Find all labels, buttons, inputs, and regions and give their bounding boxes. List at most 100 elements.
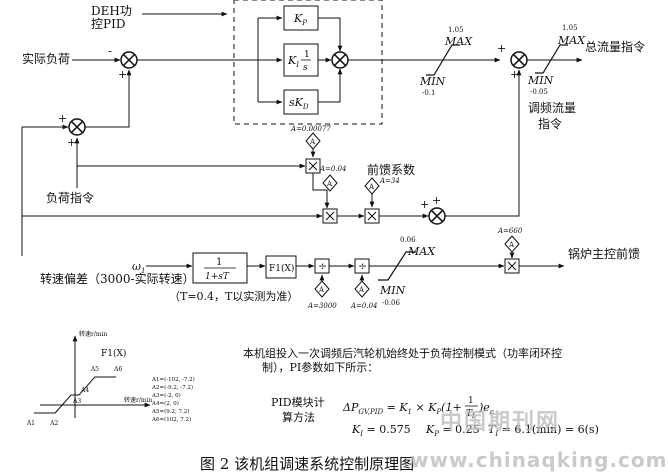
ki-label: KI [287,54,299,69]
fx-legend-item: A6=(102, 7.2) [151,416,191,423]
const-a-5: A [358,286,365,294]
fx-point-label-a5: A5 [90,366,99,373]
ff-max-label: MAX [407,245,436,258]
lag-den: 1+sT [205,272,230,282]
const-diamond-2 [322,174,338,192]
svg-text:÷: ÷ [318,260,327,273]
boiler-feedforward-label: 锅炉主控前馈 [568,246,640,261]
minus-sign-s1: - [108,44,112,58]
multiplier-m2 [322,208,338,224]
fx-x-axis-label: 转速r/min [124,396,152,404]
pid-split-line [257,17,279,103]
figure-caption: 图 2 该机组调速系统控制原理图 [200,455,414,473]
plus-sign-s3a: + [497,42,506,55]
ki-equation: KI = 0.575 [351,423,411,438]
out-min-label: MIN [527,74,554,87]
desc-line-1: 本机组投入一次调频后汽轮机始终处于负荷控制模式（功率闭环控 [243,346,562,360]
pid-limiter [426,44,460,76]
load-cmd-feedback [21,124,69,256]
time-const-note: （T=0.4，T以实测为准） [169,289,298,303]
fx-block [265,255,297,279]
ff-limiter [378,251,416,281]
deh-label-2: 控PID [91,17,125,31]
watermark-url: www.chinaqking.com [410,448,668,472]
eq-frac-num: 1 [468,396,474,406]
fx-plot-title: F1(X) [101,348,126,359]
pid-min-val: -0.1 [422,89,436,97]
lag-num: 1 [216,257,222,268]
fx-point-label-a3: A3 [72,398,81,405]
actual-load-label: 实际负荷 [22,51,70,66]
fx-point-label-a1: A1 [26,420,35,427]
ff-min-val: -0.06 [382,299,400,307]
ff-max-val: 0.06 [400,236,416,244]
eq-frac-den: TI [466,409,475,420]
fx-y-axis-label: 转速r/min [79,330,107,338]
ki-frac-num: 1 [304,50,310,60]
pid-min-label: MIN [419,75,446,88]
divider-d2: ÷ [354,258,370,274]
speed-deviation-label: 转速偏差（3000-实际转速） [40,271,195,286]
summing-junction-s1 [120,51,138,69]
fx-point-label-a4: A4 [80,387,89,394]
feedforward-coef-label: 前馈系数 [367,162,415,177]
const-label-3: A=34 [379,177,400,185]
out-max-label: MAX [557,34,586,47]
fx-legend-item: A5=(9.2, 7.2) [151,408,189,415]
deh-label-1: DEH功 [91,4,132,18]
fx-point-label-a6: A6 [113,366,122,373]
m1-out [312,173,330,209]
freq-flow-label-1: 调频流量 [528,101,576,115]
plus-sign-s3b: + [510,68,519,81]
const-diamond-5 [354,280,370,298]
deh-pid-boundary [233,0,383,125]
ki-frac-den: s [303,63,308,73]
out-max-val: 1.05 [562,24,578,32]
multiplier-m3 [364,208,380,224]
omega-symbol: ω1 [132,260,145,275]
const-label-5: A=0.04 [350,302,378,310]
kd-out [318,68,343,103]
const-label-6: A=660 [497,227,523,235]
fx-curve [33,376,117,414]
load-command-label: 负荷指令 [46,190,94,205]
const-label-4: A=3000 [307,302,337,310]
const-a-6: A [508,241,515,249]
kp-equation: KP = 0.25 [425,423,480,438]
fx-legend: A1=(-102, -7.2)A2=(-9.2, -7.2)A3=(-2, 0)… [151,376,195,423]
const-label-1: A=0.00077 [290,125,331,133]
plus-sign-s4a: + [58,112,67,125]
pid-max-val: 1.05 [448,26,464,34]
const-label-2: A=0.04 [319,165,347,173]
fx-legend-item: A2=(-9.2, -7.2) [151,384,193,391]
summing-junction-s5 [428,207,446,225]
multiplier-m4 [504,258,520,274]
const-a-1: A [309,138,316,146]
ff-min-label: MIN [379,284,406,297]
const-a-3: A [368,183,375,191]
fx-label: F1(X) [269,263,294,274]
kp-block [283,5,319,31]
const-a-2: A [326,180,333,188]
s5-to-s3 [445,69,522,217]
fx-point-label-a2: A2 [49,420,58,427]
out-min-val: -0.05 [530,88,548,96]
plus-sign-s1: + [118,68,127,81]
plus-sign-s5a: + [420,198,429,211]
pid-method-label-1: PID模块计 [271,396,325,409]
fx-legend-item: A3=(-2, 0) [151,392,181,399]
pid-max-label: MAX [444,35,473,48]
summing-junction-s2 [331,51,349,69]
const-diamond-4 [314,280,330,298]
pid-method-label-2: 算方法 [282,410,315,424]
plus-sign-s5b: + [432,194,441,207]
total-flow-label: 总流量指令 [585,39,645,54]
kd-block [283,89,319,115]
freq-flow-label-2: 指令 [538,116,562,131]
fx-inset-plot: 转速r/min 转速r/min F1(X) A1 A2 A3 A4 A5 A6 A1=(-… [26,330,195,427]
out-limiter [535,44,568,74]
fx-legend-item: A4=(2, 0) [151,400,179,407]
fx-legend-item: A1=(-102, -7.2) [151,376,195,383]
svg-text:÷: ÷ [358,260,367,273]
